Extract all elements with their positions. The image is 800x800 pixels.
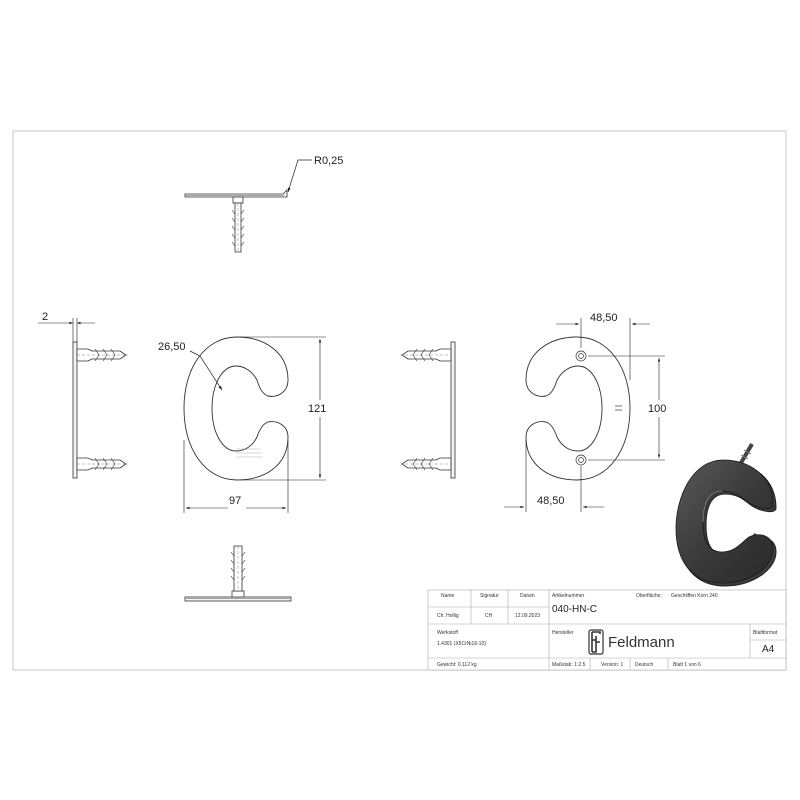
dim-hole-offset-bottom: 48,50 [537,495,565,507]
dim-hole-offset-top-lines [556,318,650,380]
dim-thickness: 2 [42,311,48,323]
tb-header-sheet-format: Blattformat [753,630,778,636]
tb-scale: Maßstab: 1:2.5 [552,662,586,668]
tb-header-signature: Signatur [480,593,499,599]
rear-view-letter-c [525,336,631,481]
dim-hole-offset-bottom-lines [504,440,604,512]
dim-thickness-lines [38,318,95,342]
radius-corner-leader [189,350,223,391]
tb-header-manufacturer: Hersteller [552,630,574,636]
isometric-view [675,442,777,587]
top-view [184,189,288,253]
sheet-border [12,130,787,671]
tb-sheet-format-value: A4 [762,644,775,655]
tb-version: Version: 1 [601,662,623,668]
front-view-letter-c [183,336,289,481]
tb-language: Deutsch [635,662,654,668]
tb-article-number: 040-HN-C [552,604,597,615]
dim-width-lines [183,440,289,513]
left-side-view [72,341,128,479]
tb-weight: Gewicht: 0.112 kg [437,662,477,668]
bottom-view [184,545,292,602]
title-block-frame [427,589,787,671]
tb-date-value: 12.09.2023 [515,613,540,619]
dim-radius-top: R0,25 [314,155,343,167]
radius-top-leader [287,159,312,193]
front-view-hidden-lines [236,448,262,458]
dim-height: 121 [308,403,326,415]
dim-width: 97 [229,495,241,507]
dim-radius-corner: 26,50 [158,341,186,353]
tb-header-material: Werkstoff [437,630,459,636]
tb-header-name: Name [441,593,455,599]
dim-hole-offset-top: 48,50 [590,312,618,324]
feldmann-logo-icon [588,629,604,655]
dim-hole-spacing-lines [588,355,665,461]
tb-company-name: Feldmann [608,634,675,651]
rear-view-holes [575,350,622,466]
tb-sheet: Blatt 1 von 6 [673,662,701,668]
tb-signature-value: CH [485,613,493,619]
tb-surface-value: Geschliffen Korn 240 [671,593,718,599]
dim-hole-spacing: 100 [648,403,666,415]
tb-header-article-number: Artikelnummer [552,593,585,599]
tb-drawn-by: Ch. Hollig [437,613,459,619]
right-side-view [400,341,456,479]
tb-header-date: Datum [520,593,535,599]
tb-material-value: 1.4301 (X5CrNi18-10) [437,641,486,647]
tb-header-surface: Oberfläche: [636,593,662,599]
dim-height-lines [240,336,326,481]
